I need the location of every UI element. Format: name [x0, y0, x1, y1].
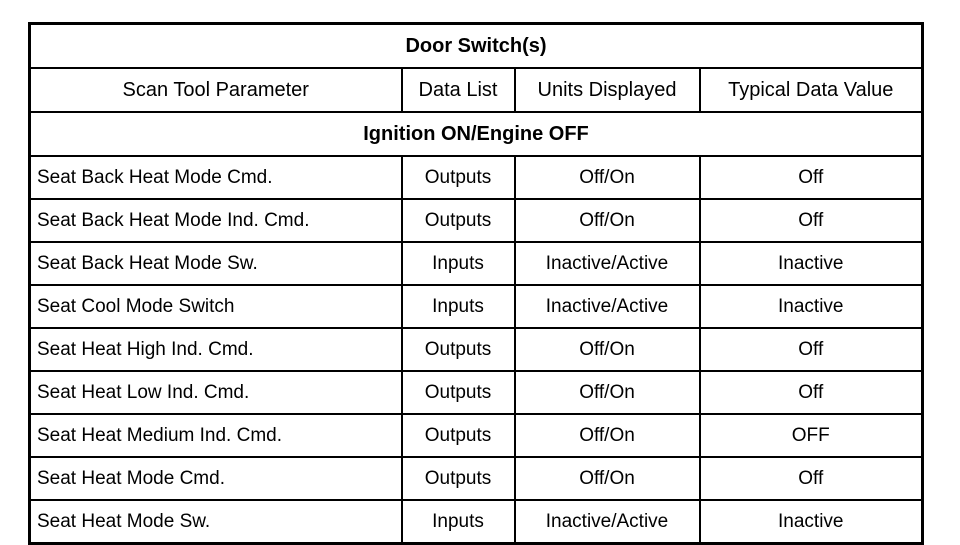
cell-parameter: Seat Heat Medium Ind. Cmd.: [28, 413, 403, 458]
cell-parameter: Seat Back Heat Mode Ind. Cmd.: [28, 198, 403, 243]
cell-typical-data-value: Inactive: [698, 284, 924, 329]
cell-units-displayed: Off/On: [513, 370, 701, 415]
cell-data-list: Outputs: [400, 370, 516, 415]
column-header-typical-data-value: Typical Data Value: [698, 67, 924, 113]
section-header-ignition-on-engine-off: Ignition ON/Engine OFF: [28, 111, 924, 157]
cell-typical-data-value: Off: [698, 327, 924, 372]
table-row: Seat Cool Mode Switch Inputs Inactive/Ac…: [28, 284, 924, 329]
cell-units-displayed: Inactive/Active: [513, 241, 701, 286]
cell-data-list: Outputs: [400, 155, 516, 200]
table-row: Seat Heat Medium Ind. Cmd. Outputs Off/O…: [28, 413, 924, 458]
table-title-row: Door Switch(s): [28, 22, 924, 69]
cell-data-list: Outputs: [400, 413, 516, 458]
column-header-units-displayed: Units Displayed: [513, 67, 701, 113]
column-header-data-list: Data List: [400, 67, 516, 113]
cell-data-list: Outputs: [400, 456, 516, 501]
table-row: Seat Heat Mode Sw. Inputs Inactive/Activ…: [28, 499, 924, 545]
cell-typical-data-value: Off: [698, 370, 924, 415]
scan-tool-data-table: Door Switch(s) Scan Tool Parameter Data …: [28, 22, 924, 545]
cell-units-displayed: Inactive/Active: [513, 284, 701, 329]
cell-parameter: Seat Heat Mode Sw.: [28, 499, 403, 545]
table-row: Seat Heat Low Ind. Cmd. Outputs Off/On O…: [28, 370, 924, 415]
table-row: Seat Heat Mode Cmd. Outputs Off/On Off: [28, 456, 924, 501]
table-row: Seat Heat High Ind. Cmd. Outputs Off/On …: [28, 327, 924, 372]
cell-units-displayed: Inactive/Active: [513, 499, 701, 545]
cell-typical-data-value: Off: [698, 155, 924, 200]
cell-typical-data-value: Off: [698, 456, 924, 501]
column-header-row: Scan Tool Parameter Data List Units Disp…: [28, 67, 924, 113]
cell-typical-data-value: Off: [698, 198, 924, 243]
cell-typical-data-value: Inactive: [698, 499, 924, 545]
cell-units-displayed: Off/On: [513, 155, 701, 200]
cell-data-list: Outputs: [400, 198, 516, 243]
cell-parameter: Seat Cool Mode Switch: [28, 284, 403, 329]
table-body: Door Switch(s) Scan Tool Parameter Data …: [28, 22, 924, 545]
cell-units-displayed: Off/On: [513, 413, 701, 458]
cell-units-displayed: Off/On: [513, 198, 701, 243]
cell-data-list: Inputs: [400, 499, 516, 545]
cell-parameter: Seat Heat Mode Cmd.: [28, 456, 403, 501]
cell-typical-data-value: Inactive: [698, 241, 924, 286]
cell-parameter: Seat Heat High Ind. Cmd.: [28, 327, 403, 372]
cell-data-list: Outputs: [400, 327, 516, 372]
cell-data-list: Inputs: [400, 241, 516, 286]
column-header-scan-tool-parameter: Scan Tool Parameter: [28, 67, 403, 113]
cell-units-displayed: Off/On: [513, 327, 701, 372]
cell-parameter: Seat Back Heat Mode Cmd.: [28, 155, 403, 200]
table-row: Seat Back Heat Mode Sw. Inputs Inactive/…: [28, 241, 924, 286]
cell-units-displayed: Off/On: [513, 456, 701, 501]
cell-parameter: Seat Back Heat Mode Sw.: [28, 241, 403, 286]
cell-typical-data-value: OFF: [698, 413, 924, 458]
cell-data-list: Inputs: [400, 284, 516, 329]
table-row: Seat Back Heat Mode Ind. Cmd. Outputs Of…: [28, 198, 924, 243]
cell-parameter: Seat Heat Low Ind. Cmd.: [28, 370, 403, 415]
section-header-row: Ignition ON/Engine OFF: [28, 111, 924, 157]
table-row: Seat Back Heat Mode Cmd. Outputs Off/On …: [28, 155, 924, 200]
table-title: Door Switch(s): [28, 22, 924, 69]
